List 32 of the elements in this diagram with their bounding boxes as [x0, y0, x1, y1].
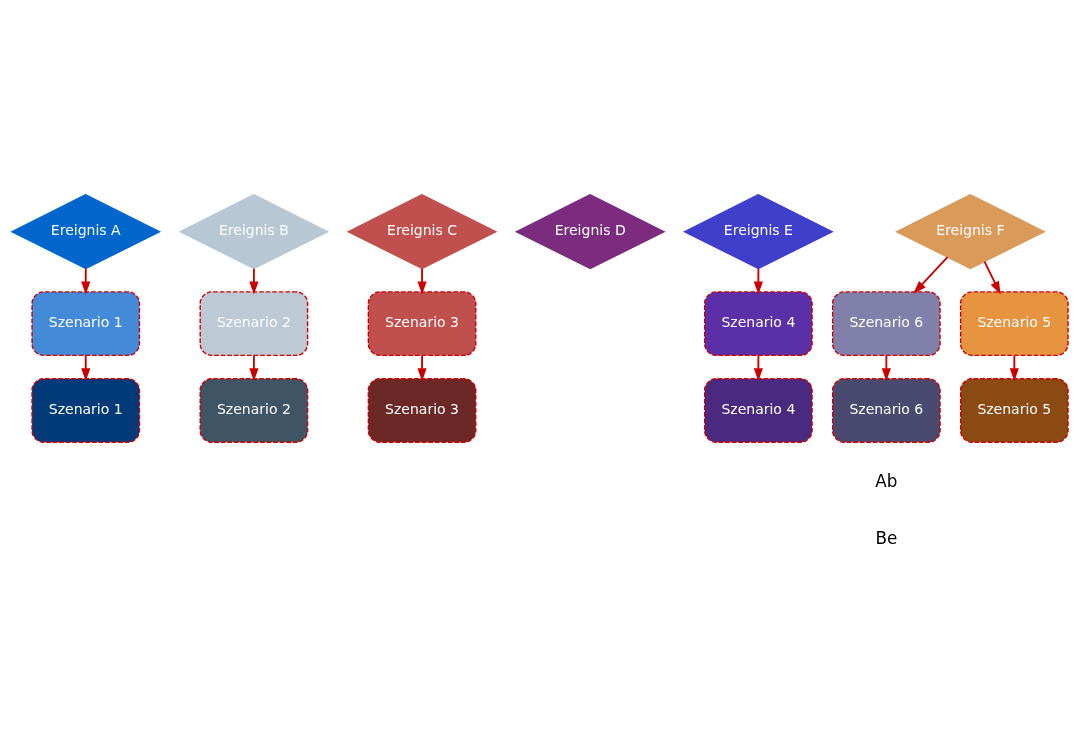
node-box: Szenario 2	[199, 377, 309, 443]
node-box: Szenario 6	[831, 290, 941, 356]
node-diamond: Ereignis F	[895, 193, 1046, 269]
arrow	[983, 260, 1001, 294]
node-box: Szenario 1	[31, 377, 141, 443]
node-box: Szenario 6	[831, 377, 941, 443]
node-box: Szenario 1	[31, 290, 141, 356]
arrow	[249, 354, 259, 381]
arrow	[913, 255, 949, 294]
node-box: Szenario 5	[959, 290, 1069, 356]
node-diamond: Ereignis A	[10, 193, 162, 269]
node-box: Szenario 3	[367, 377, 477, 443]
arrow	[881, 354, 891, 381]
node-diamond: Ereignis C	[346, 193, 498, 269]
arrow	[417, 267, 427, 295]
node-box: Szenario 2	[199, 290, 309, 356]
label: Ab	[875, 470, 898, 491]
arrow	[417, 354, 427, 381]
arrow	[249, 267, 259, 295]
arrow	[753, 354, 763, 381]
node-box: Szenario 4	[703, 377, 813, 443]
arrow	[81, 354, 91, 381]
label: Be	[875, 527, 898, 548]
node-box: Szenario 3	[367, 290, 477, 356]
node-diamond: Ereignis D	[514, 193, 666, 269]
arrow	[81, 267, 91, 295]
node-box: Szenario 4	[703, 290, 813, 356]
node-diamond: Ereignis B	[178, 193, 330, 269]
node-diamond: Ereignis E	[683, 193, 834, 269]
arrow	[753, 267, 763, 295]
arrow	[1009, 354, 1019, 381]
node-box: Szenario 5	[959, 377, 1069, 443]
